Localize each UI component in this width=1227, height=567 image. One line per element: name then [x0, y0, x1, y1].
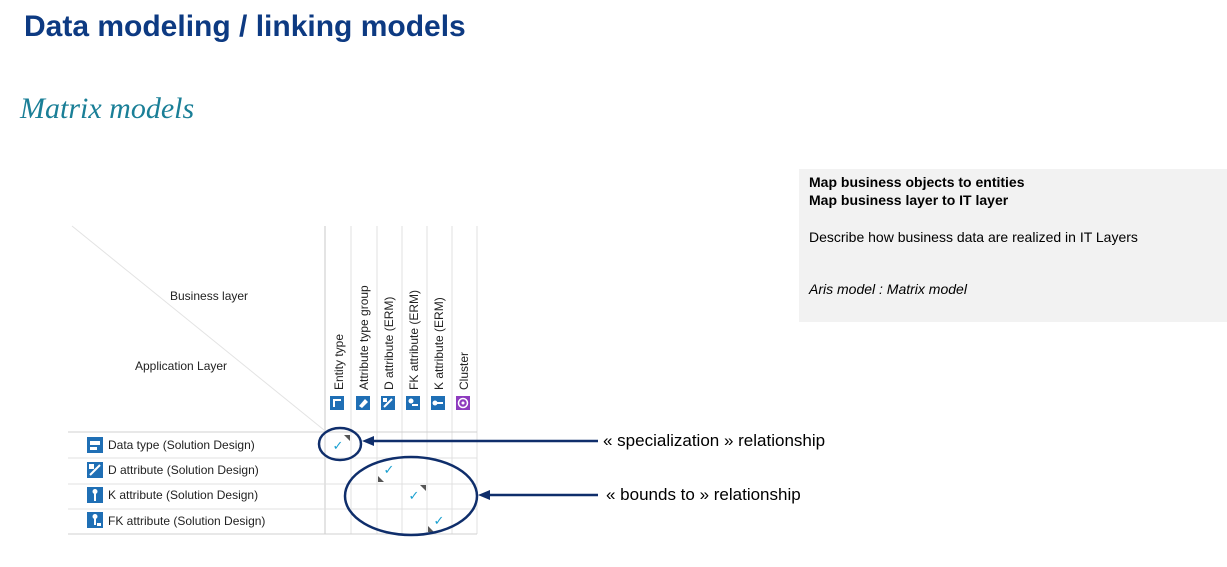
- info-box: Map business objects to entities Map bus…: [799, 169, 1227, 322]
- matrix-grid: [68, 225, 478, 535]
- column-header-cluster: Cluster: [456, 352, 471, 410]
- annotation-bounds-to: « bounds to » relationship: [606, 485, 801, 504]
- highlight-ellipse: [343, 455, 479, 537]
- corner-diagonal: [71, 225, 325, 431]
- cluster-icon: [456, 396, 470, 410]
- column-header-fk-attribute: FK attribute (ERM): [406, 290, 421, 410]
- row-header-d-attribute: D attribute (Solution Design): [87, 462, 259, 478]
- highlight-bounds-to: [343, 455, 598, 537]
- svg-text:✓: ✓: [384, 463, 395, 478]
- check-mark-k-attribute-fk-attribute: ✓: [409, 485, 426, 504]
- svg-text:FK attribute (ERM): FK attribute (ERM): [407, 290, 421, 390]
- info-line-model: Aris model : Matrix model: [809, 281, 967, 297]
- svg-text:D attribute (ERM): D attribute (ERM): [382, 297, 396, 390]
- corner-label-business-layer: Business layer: [170, 289, 248, 303]
- svg-text:✓: ✓: [333, 439, 344, 454]
- row-header-data-type: Data type (Solution Design): [87, 437, 255, 453]
- matrix-check-marks: ✓ ✓ ✓ ✓: [333, 435, 444, 532]
- svg-text:Attribute type group: Attribute type group: [357, 285, 371, 390]
- d-attribute-icon: [87, 462, 103, 478]
- arrow-head: [362, 436, 374, 446]
- corner-label-application-layer: Application Layer: [135, 359, 227, 373]
- highlight-ellipse: [317, 426, 363, 462]
- highlight-specialization: [317, 426, 598, 462]
- row-header-k-attribute: K attribute (Solution Design): [87, 487, 258, 503]
- page-subtitle: Matrix models: [20, 92, 195, 125]
- check-mark-fk-attribute-k-attribute: ✓: [428, 514, 444, 532]
- arrow-head: [478, 490, 490, 500]
- k-attribute-icon: [431, 396, 445, 410]
- info-line-layers: Map business layer to IT layer: [809, 192, 1009, 208]
- page-title: Data modeling / linking models: [24, 10, 466, 43]
- entity-type-icon: [330, 396, 344, 410]
- d-attribute-icon: [381, 396, 395, 410]
- column-header-entity-type: Entity type: [330, 334, 346, 410]
- svg-text:✓: ✓: [434, 514, 445, 529]
- info-line-entities: Map business objects to entities: [809, 174, 1025, 190]
- annotation-specialization: « specialization » relationship: [603, 431, 826, 450]
- info-line-description: Describe how business data are realized …: [809, 229, 1138, 245]
- attribute-group-icon: [356, 396, 370, 410]
- svg-text:K attribute (ERM): K attribute (ERM): [432, 297, 446, 390]
- row-header-fk-attribute: FK attribute (Solution Design): [87, 512, 265, 528]
- svg-text:✓: ✓: [409, 489, 420, 504]
- data-type-icon: [87, 437, 103, 453]
- fk-attribute-icon: [406, 396, 420, 410]
- column-header-k-attribute: K attribute (ERM): [431, 297, 446, 410]
- check-mark-d-attribute-d-attribute: ✓: [378, 463, 394, 482]
- svg-text:Data type (Solution Design): Data type (Solution Design): [108, 438, 255, 452]
- svg-text:D attribute (Solution Design): D attribute (Solution Design): [108, 463, 259, 477]
- svg-text:Cluster: Cluster: [457, 352, 471, 390]
- check-mark-data-type-entity-type: ✓: [333, 435, 350, 454]
- k-attribute-icon: [87, 487, 103, 503]
- svg-text:Entity type: Entity type: [332, 334, 346, 390]
- column-header-attribute-type-group: Attribute type group: [356, 285, 371, 410]
- column-header-d-attribute: D attribute (ERM): [381, 297, 396, 410]
- fk-attribute-icon: [87, 512, 103, 528]
- svg-text:K attribute (Solution Design): K attribute (Solution Design): [108, 488, 258, 502]
- svg-text:FK attribute (Solution Design): FK attribute (Solution Design): [108, 514, 265, 528]
